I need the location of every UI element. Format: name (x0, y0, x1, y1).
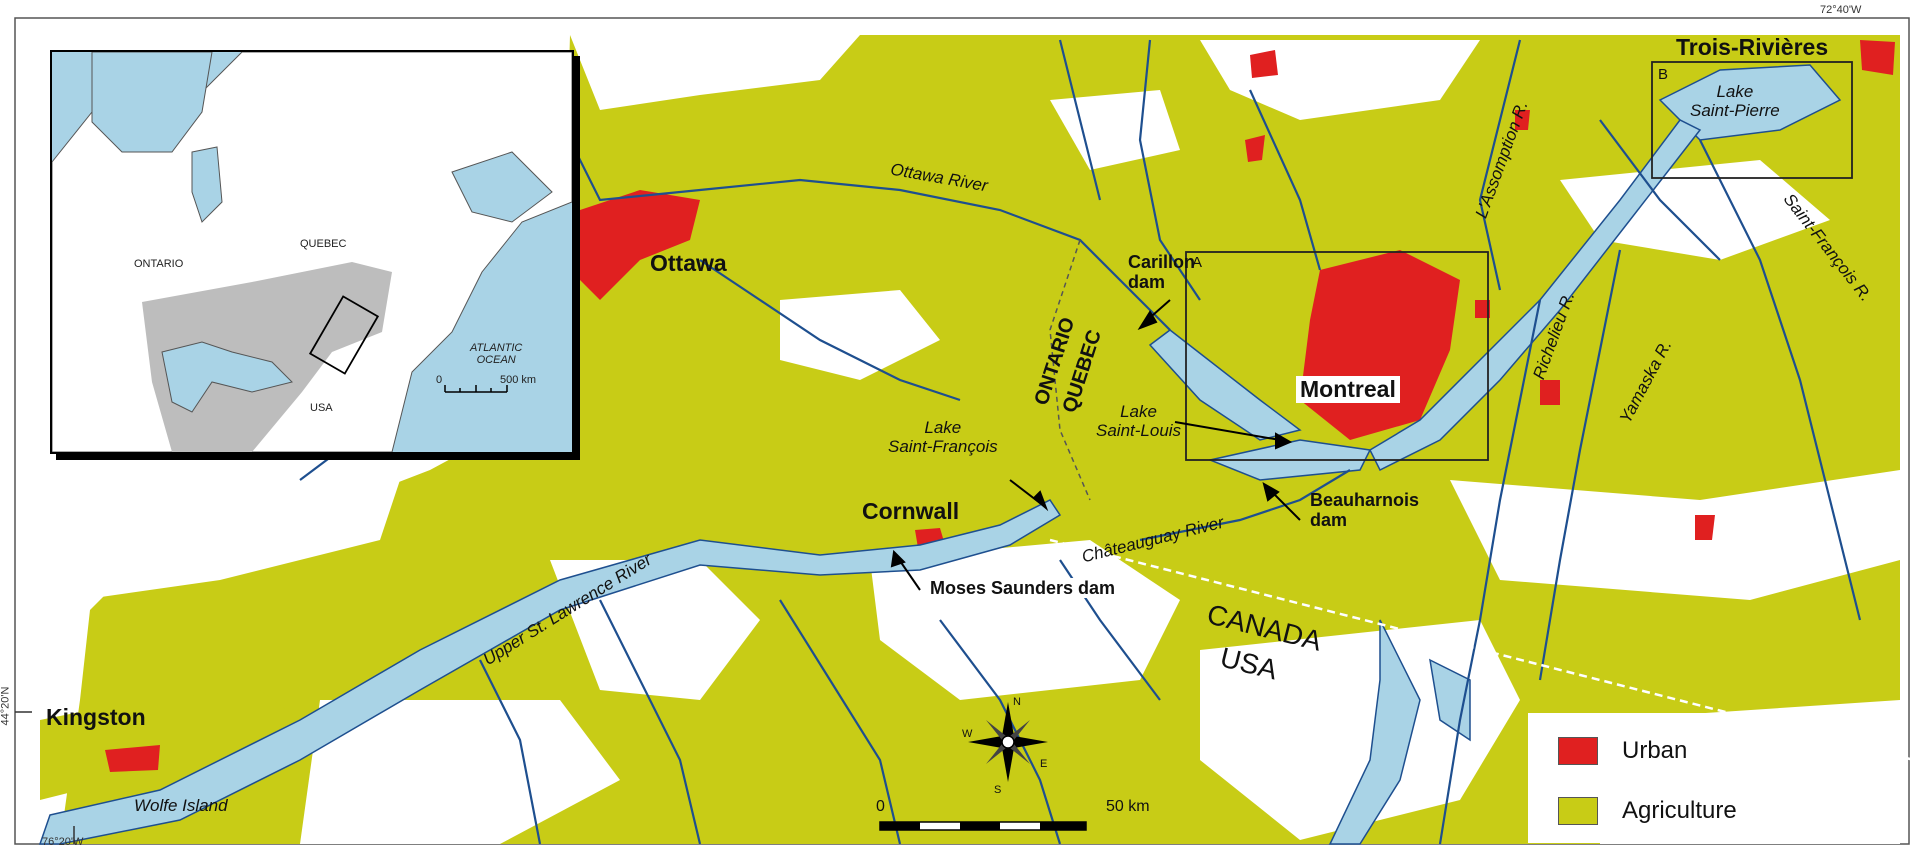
compass-rose (968, 702, 1048, 782)
inset-label-ontario: ONTARIO (134, 258, 184, 270)
agriculture-area-west (40, 690, 300, 800)
city-ottawa: Ottawa (650, 250, 727, 276)
inset-scale-zero: 0 (436, 374, 443, 386)
inset-label-atlantic: ATLANTIC OCEAN (470, 342, 523, 366)
city-trois-rivieres: Trois-Rivières (1676, 34, 1829, 60)
james-bay (191, 146, 223, 223)
richelieu-river (1438, 299, 1542, 845)
legend-label-agriculture: Agriculture (1622, 797, 1737, 824)
label-lake-saint-pierre: Lake Saint-Pierre (1690, 82, 1780, 120)
inset-canvas (52, 52, 572, 452)
legend-label-urban: Urban (1622, 737, 1688, 764)
gulf (451, 151, 553, 223)
scale-bar (879, 821, 1087, 831)
chateauguay-river (1139, 469, 1351, 542)
box-a (1185, 251, 1489, 461)
hudson-bay (91, 52, 213, 153)
upper-st-lawrence-river (38, 499, 1062, 845)
label-wolfe-island: Wolfe Island (134, 796, 228, 815)
coord-bottom-left: 76°20'W (42, 836, 84, 848)
urban-areas (105, 40, 1895, 772)
city-cornwall: Cornwall (862, 498, 960, 524)
legend-swatch-agriculture (1558, 797, 1598, 825)
box-a-letter: A (1192, 254, 1203, 271)
scale-end: 50 km (1106, 798, 1150, 815)
ontario-quebec-border (1049, 239, 1091, 501)
legend-swatch-urban (1558, 737, 1598, 765)
yamaska-river (1538, 249, 1622, 681)
inset-study-box (308, 295, 380, 375)
saint-francois-river (1699, 139, 1862, 621)
ottawa-river-lower (1148, 329, 1302, 441)
compass-n: N (1013, 696, 1021, 708)
ottawa-river (519, 59, 1171, 331)
compass-s: S (994, 784, 1002, 796)
label-lake-saint-francois: Lake Saint-François (888, 418, 998, 456)
scale-zero: 0 (876, 798, 885, 815)
city-montreal: Montreal (1296, 376, 1400, 403)
city-kingston: Kingston (46, 704, 146, 730)
label-moses-saunders-dam: Moses Saunders dam (926, 578, 1120, 598)
compass-e: E (1040, 758, 1048, 770)
box-b-letter: B (1658, 66, 1669, 83)
legend-item-agriculture: Agriculture (1558, 797, 1737, 825)
box-b (1651, 61, 1853, 179)
inset-label-quebec: QUEBEC (300, 238, 347, 250)
annotation-arrows (890, 299, 1301, 591)
label-lake-saint-louis: Lake Saint-Louis (1096, 402, 1182, 440)
legend-item-urban: Urban (1558, 737, 1687, 765)
label-beauharnois-dam: Beauharnois dam (1310, 490, 1420, 530)
inset-scale-bar (444, 385, 508, 393)
great-lakes (161, 341, 293, 413)
legend: Urban Agriculture (1528, 713, 1783, 843)
watershed-area (142, 262, 392, 452)
inset-map: ONTARIO QUEBEC ATLANTIC OCEAN USA 0 500 … (50, 50, 574, 454)
inset-scale-end: 500 km (500, 374, 537, 386)
coord-left: 44°20'N (0, 686, 12, 726)
label-carillon-dam: Carillon dam (1128, 252, 1196, 292)
st-lawrence-downstream (1369, 119, 1702, 472)
compass-w: W (962, 728, 973, 740)
assomption-river (1478, 39, 1522, 291)
inset-label-usa: USA (310, 402, 333, 414)
coord-top-right: 72°40'W (1820, 4, 1862, 16)
